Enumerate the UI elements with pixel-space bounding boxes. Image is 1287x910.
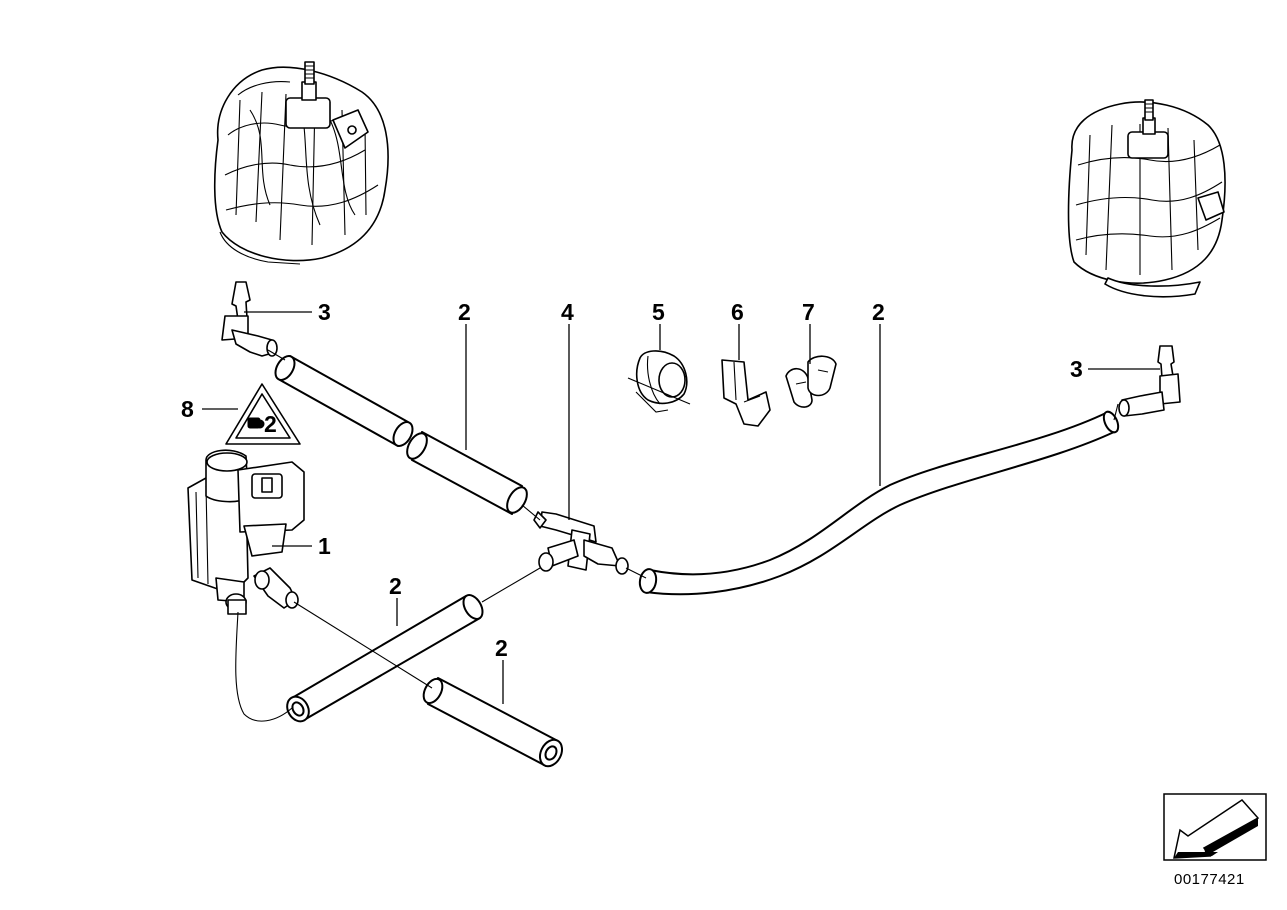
callout-3-right: 3 <box>1070 356 1083 382</box>
double-clip <box>785 355 837 408</box>
hose-top-left-1 <box>274 355 414 447</box>
callout-8: 8 <box>181 396 194 422</box>
orientation-arrow-box <box>1163 793 1267 861</box>
callout-3-left: 3 <box>318 299 331 325</box>
callout-2-right: 2 <box>872 299 885 325</box>
hose-top-left-2 <box>406 431 528 515</box>
callout-1: 1 <box>318 533 331 559</box>
callout-2-top: 2 <box>458 299 471 325</box>
elbow-connector-right <box>1118 345 1181 417</box>
callout-5: 5 <box>652 299 665 325</box>
hose-long-right <box>638 410 1120 596</box>
holder-clip <box>721 359 771 427</box>
engine-mount-left <box>213 61 389 265</box>
callout-2-lower-right: 2 <box>495 635 508 661</box>
callouts: 3 2 4 5 6 7 2 3 8 1 2 2 <box>181 299 1083 661</box>
solenoid-valve <box>187 449 305 615</box>
warning-label-text: 2 <box>264 411 277 437</box>
callout-7: 7 <box>802 299 815 325</box>
warning-label: 2 <box>225 383 301 445</box>
elbow-connector-left <box>221 281 278 357</box>
hose-lower-2 <box>422 677 564 768</box>
callout-2-lower-left: 2 <box>389 573 402 599</box>
t-piece-connector <box>533 511 629 575</box>
hose-lower-1 <box>286 594 484 723</box>
callout-6: 6 <box>731 299 744 325</box>
hose-clamp <box>627 350 691 413</box>
leader-lines <box>202 311 1160 722</box>
engine-mount-right <box>1067 99 1226 298</box>
callout-4: 4 <box>561 299 574 325</box>
reference-number: 00177421 <box>1174 871 1245 888</box>
